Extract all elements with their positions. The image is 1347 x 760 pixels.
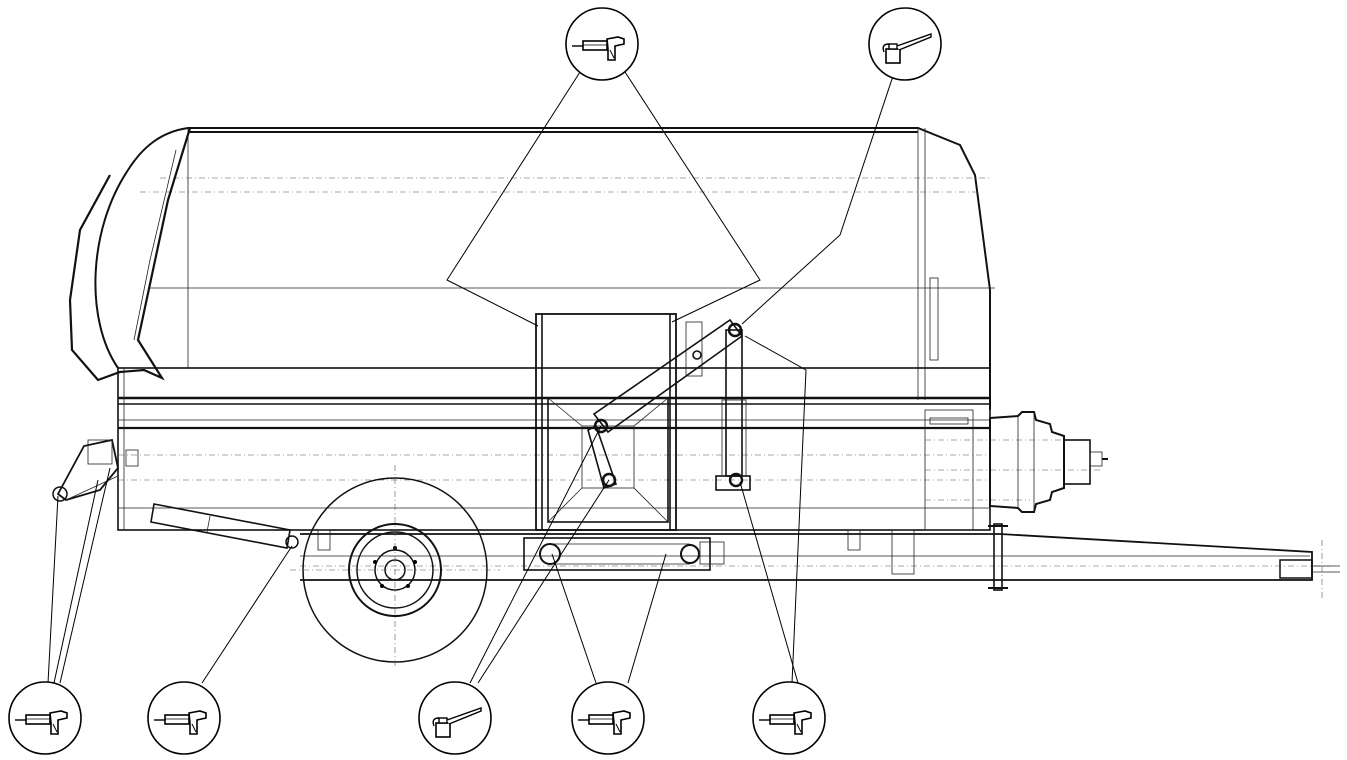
hopper <box>523 313 725 571</box>
callout-grease-bottom-left <box>147 681 221 755</box>
leader-lines <box>47 71 894 684</box>
chassis <box>300 523 1340 600</box>
door-cylinder <box>150 503 299 549</box>
callout-oil-top <box>868 7 942 81</box>
wheel <box>290 465 500 668</box>
callout-grease-bottom-far-left <box>8 681 82 755</box>
callout-oil-bottom-center <box>418 681 492 755</box>
gearbox <box>924 409 1108 531</box>
callout-grease-bottom-right <box>752 681 826 755</box>
callout-grease-bottom-center-right <box>571 681 645 755</box>
callout-grease-top <box>565 7 639 81</box>
tank-body <box>52 127 995 531</box>
ram-linkage <box>587 318 751 491</box>
